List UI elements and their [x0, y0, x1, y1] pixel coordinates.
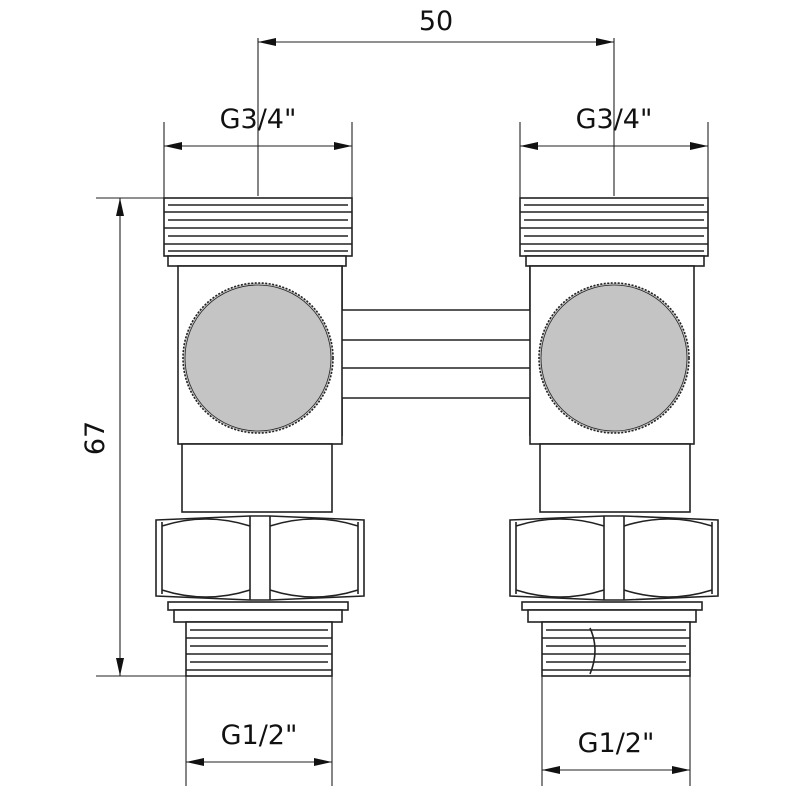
right-handwheel-knob[interactable] — [538, 282, 690, 434]
top-left-thread-label: G3/4" — [220, 104, 297, 135]
right-bottom-thread — [541, 621, 691, 677]
right-top-thread — [519, 197, 709, 257]
right-hex-nut — [509, 515, 719, 601]
dimension-top-left-thread: G3/4" — [163, 104, 353, 198]
right-washer — [521, 601, 703, 611]
right-valve — [509, 197, 719, 677]
left-handwheel-knob[interactable] — [182, 282, 334, 434]
center-distance-label: 50 — [419, 6, 453, 37]
left-washer — [167, 601, 349, 611]
left-valve — [155, 197, 365, 677]
dimension-height: 67 — [80, 197, 190, 677]
dimension-bottom-left-thread: G1/2" — [185, 676, 333, 786]
left-bottom-thread — [185, 621, 333, 677]
bottom-right-thread-label: G1/2" — [578, 728, 655, 759]
height-label: 67 — [80, 421, 111, 455]
right-neck — [539, 443, 691, 513]
right-collar — [525, 255, 705, 267]
dimension-bottom-right-thread: G1/2" — [541, 676, 691, 786]
left-hex-nut — [155, 515, 365, 601]
center-bridge — [341, 262, 531, 436]
left-collar — [167, 255, 347, 267]
dimension-center-distance: 50 — [257, 6, 615, 196]
dimension-top-right-thread: G3/4" — [519, 104, 709, 198]
left-neck — [181, 443, 333, 513]
top-right-thread-label: G3/4" — [576, 104, 653, 135]
bottom-left-thread-label: G1/2" — [221, 720, 298, 751]
left-top-thread — [163, 197, 353, 257]
